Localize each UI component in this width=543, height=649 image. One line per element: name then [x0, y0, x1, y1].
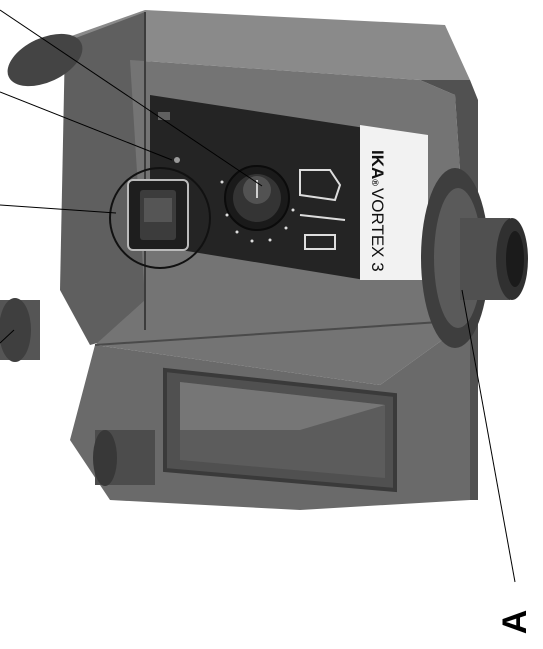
power-switch-icon[interactable] [109, 167, 211, 269]
speed-knob-icon[interactable] [224, 165, 290, 231]
indicator-lamp-icon [158, 112, 180, 163]
side-feet [0, 33, 155, 486]
knob-scale [220, 180, 295, 243]
test-tube-holder-icon [299, 169, 346, 250]
cup-head[interactable] [421, 168, 528, 348]
leader-lines [0, 9, 516, 583]
model-label [360, 125, 428, 280]
viewing-window [163, 367, 397, 493]
brand-label: IKA®VORTEX 3 [368, 150, 387, 272]
